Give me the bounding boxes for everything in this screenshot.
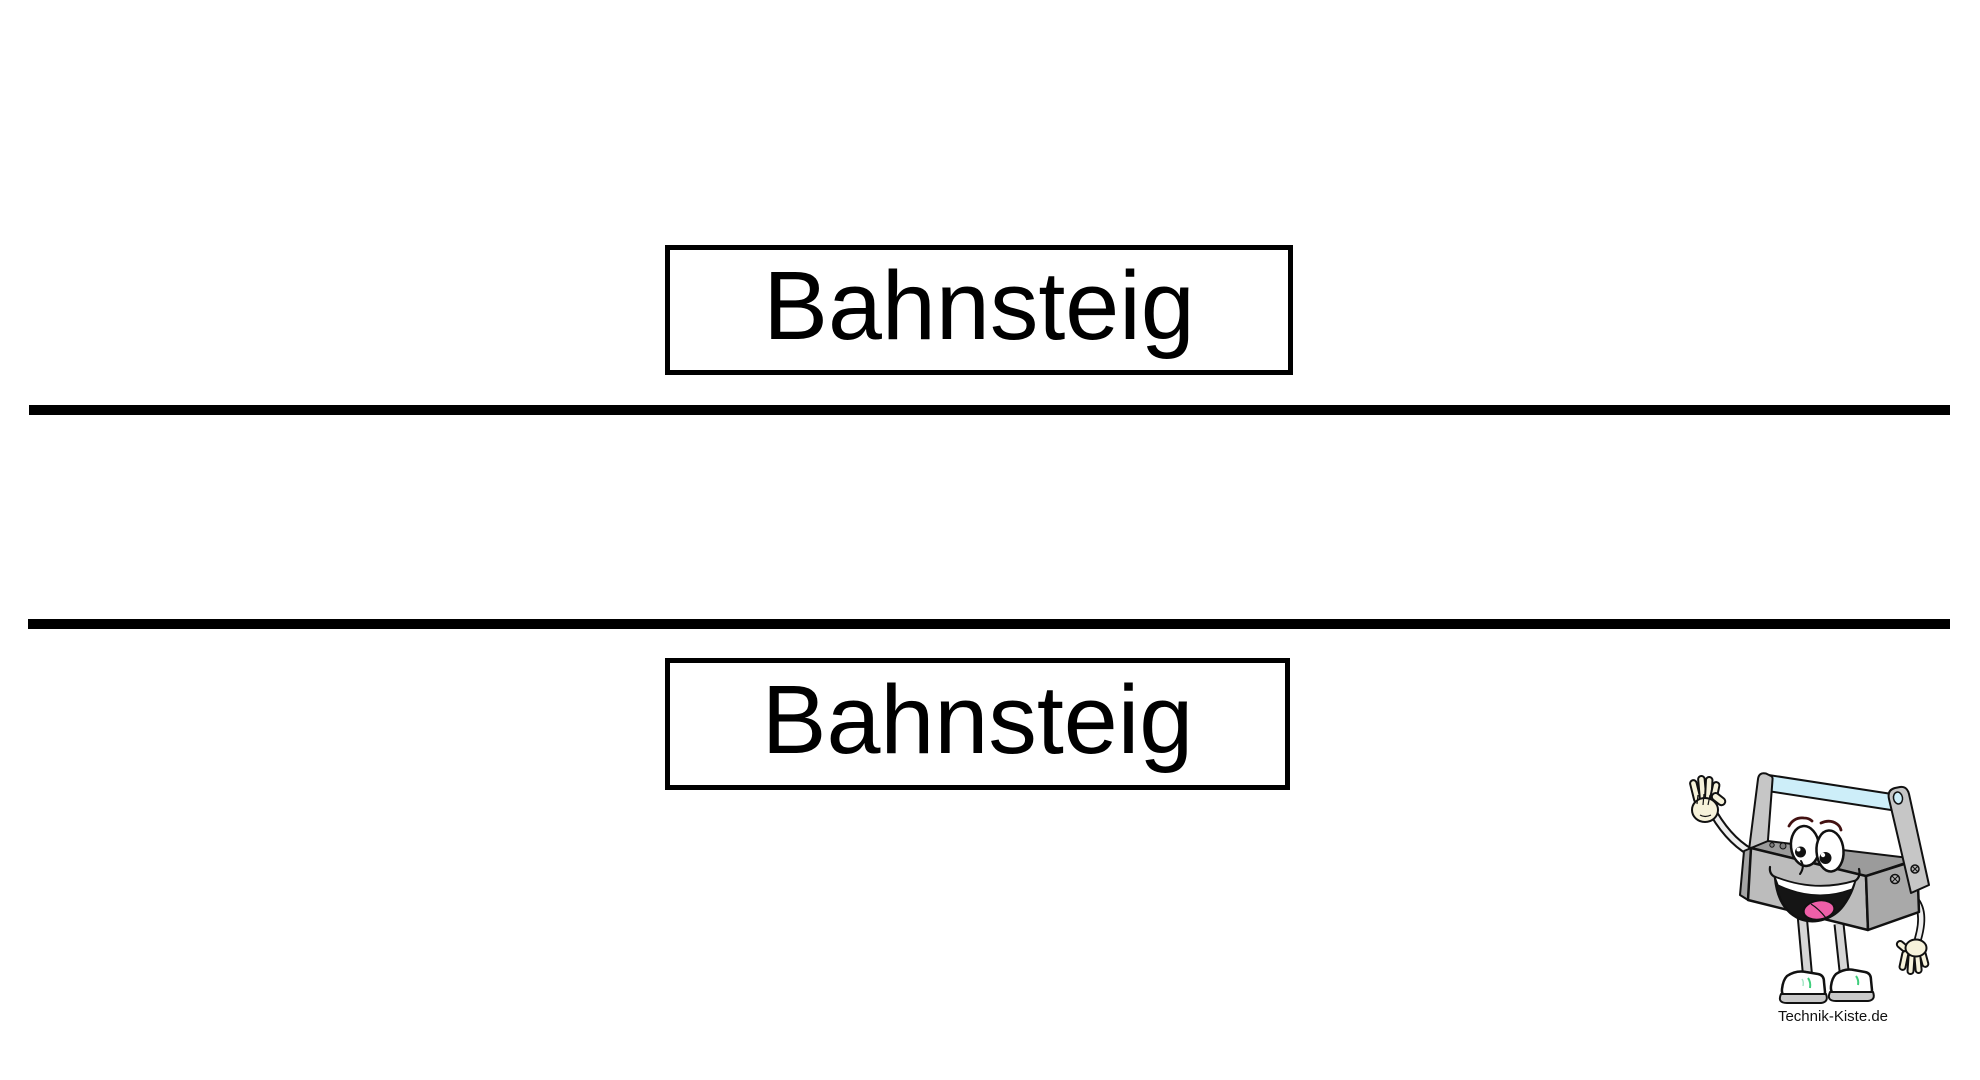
mascot-eyebrows — [1787, 816, 1843, 832]
platform-sign-bottom: Bahnsteig — [665, 658, 1290, 790]
branding-logo: Technik-Kiste.de — [1680, 762, 1960, 1025]
mascot-legs — [1796, 913, 1850, 976]
mascot-waving-hand-icon — [1689, 775, 1727, 823]
toolbox-mascot-icon — [1689, 772, 1930, 1004]
platform-sign-bottom-label: Bahnsteig — [761, 664, 1194, 774]
mascot-right-hand-icon — [1895, 938, 1930, 975]
toolbox-left-bracket — [1748, 772, 1774, 854]
toolbox-right-bracket — [1887, 785, 1930, 894]
platform-sign-top-label: Bahnsteig — [763, 250, 1195, 360]
track-line-bottom — [28, 619, 1950, 629]
site-label: Technik-Kiste.de — [1777, 1008, 1889, 1025]
mascot-left-shoe-icon — [1778, 970, 1828, 1004]
mascot-right-shoe-icon — [1827, 968, 1875, 1002]
track-line-top — [29, 405, 1950, 415]
mascot-teeth — [1773, 875, 1856, 896]
toolbox-side-face — [1864, 858, 1921, 932]
screw-icon — [1910, 864, 1920, 874]
toolbox-handle-icon — [1759, 774, 1907, 812]
screw-icon — [1889, 873, 1901, 885]
toolbox-inside-detail — [1769, 842, 1775, 848]
mascot-mouth — [1768, 865, 1861, 923]
mascot-eyes — [1789, 824, 1845, 873]
mascot-nose — [1799, 860, 1804, 875]
toolbox-inside-detail — [1779, 842, 1787, 850]
platform-sign-top: Bahnsteig — [665, 245, 1293, 375]
